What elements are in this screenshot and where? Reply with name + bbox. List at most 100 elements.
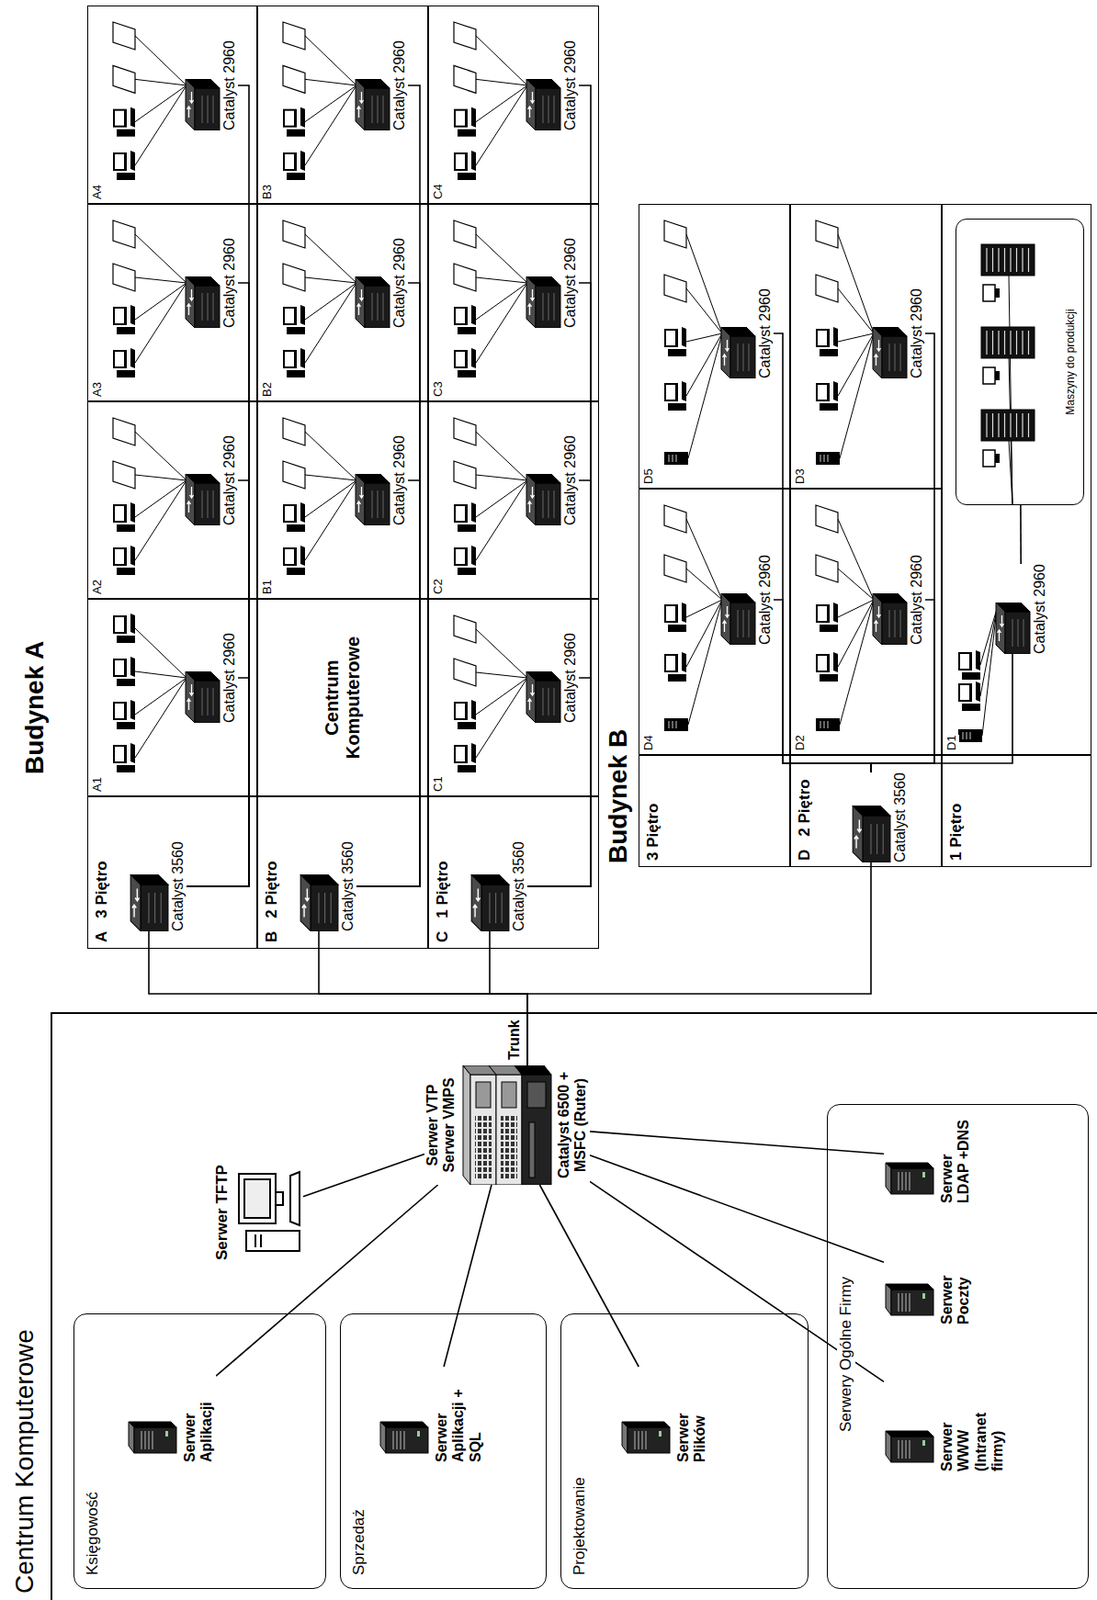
connector <box>527 480 591 887</box>
device-cable <box>837 519 874 600</box>
switch-icon <box>183 435 221 526</box>
device-cable <box>475 474 528 481</box>
connector <box>773 333 871 773</box>
access-switch: Catalyst 2960 <box>870 288 926 379</box>
computer-icon <box>237 1164 304 1254</box>
device-cable <box>305 282 357 363</box>
room-cell: D1Catalyst 2960Maszyny do produkcji <box>941 203 1092 756</box>
core-switch: Serwer VTP Serwer VMPSCatalyst 6500 + MS… <box>424 1065 590 1186</box>
switch-label: Catalyst 2960 <box>391 435 408 526</box>
device-cable <box>305 474 357 481</box>
printer-icon <box>664 554 687 583</box>
core-switch-icon-svg <box>461 1065 554 1186</box>
pc-screen <box>114 549 125 565</box>
pc-monitor <box>453 547 468 566</box>
rack-slot <box>997 413 999 438</box>
pc-tower <box>116 635 136 644</box>
pc-tower <box>819 674 838 682</box>
access-switch: Catalyst 2960 <box>183 40 238 131</box>
rack-slot <box>1021 330 1023 355</box>
server-icon <box>815 452 840 465</box>
connector <box>773 599 871 773</box>
device-cable <box>135 671 187 679</box>
switch-icon-svg <box>850 805 892 863</box>
server-detail <box>668 721 670 729</box>
pc-monitor <box>815 383 830 402</box>
room-cell: C1Catalyst 2960 <box>428 599 600 797</box>
pc-monitor <box>113 745 127 764</box>
pc-tower <box>116 678 136 687</box>
pc-keyboard <box>130 545 136 566</box>
access-switch: Catalyst 2960 <box>994 564 1049 655</box>
room-cell: D5Catalyst 2960 <box>638 203 791 489</box>
printer-icon <box>453 65 476 93</box>
device-cable <box>305 85 357 166</box>
device-cable <box>475 35 528 86</box>
connector <box>443 1185 492 1368</box>
pc-monitor <box>282 152 297 171</box>
switch-icon <box>994 564 1031 655</box>
server-node: Serwer Aplikacji <box>126 1367 216 1463</box>
pc-monitor <box>453 504 468 523</box>
rack-slot <box>1004 413 1006 438</box>
printer-icon <box>815 505 838 533</box>
pc-monitor <box>282 350 297 369</box>
room-label: C2 <box>431 578 446 595</box>
pc-keyboard <box>471 502 476 523</box>
pc-tower <box>116 172 136 181</box>
pc-keyboard <box>975 681 981 702</box>
pc-monitor <box>958 652 973 671</box>
switch-icon-svg <box>524 474 562 526</box>
pc-keyboard <box>300 305 306 326</box>
switch-icon <box>524 237 562 328</box>
machine-rack <box>981 409 1035 442</box>
printer-icon <box>664 274 687 303</box>
pc-screen <box>114 660 125 676</box>
pc-tower <box>457 327 476 335</box>
pc-monitor <box>113 615 127 634</box>
connector <box>148 931 528 1066</box>
room-label: C3 <box>431 381 446 397</box>
device-cable <box>475 79 528 86</box>
switch-icon <box>183 237 221 328</box>
printer-icon <box>282 418 306 446</box>
device-cable <box>135 480 187 518</box>
pc-monitor <box>113 306 127 326</box>
region-title: Centrum Komputerowe <box>10 1329 40 1595</box>
server-node: Serwer TFTP <box>213 1164 304 1261</box>
printer-icon <box>664 220 687 249</box>
server-node: Serwer Plików <box>620 1367 710 1463</box>
pc-screen <box>817 330 827 346</box>
pc-keyboard <box>833 602 838 623</box>
group-label: Serwery Ogólne Firmy <box>836 1277 856 1433</box>
pc-tower <box>286 129 306 137</box>
printer-icon <box>113 263 136 292</box>
pc-keyboard <box>300 107 306 128</box>
room-cell: Centrum Komputerowe <box>257 599 429 797</box>
switch-icon-svg <box>994 602 1031 655</box>
device-cable <box>686 519 723 600</box>
access-switch: Catalyst 2960 <box>183 435 238 526</box>
device-cable <box>135 35 187 86</box>
printer-icon <box>453 418 476 446</box>
connector <box>186 678 249 887</box>
printer-icon <box>282 65 306 93</box>
access-switch: Catalyst 2960 <box>524 40 579 131</box>
floor-cell: 3 Piętro <box>638 755 791 868</box>
server-icon <box>883 1376 936 1467</box>
room-label: C1 <box>431 776 446 792</box>
switch-label: Catalyst 3560 <box>169 841 187 932</box>
device-cable <box>837 599 874 668</box>
room-cell: C2Catalyst 2960 <box>428 401 600 600</box>
printer-icon <box>453 658 476 687</box>
pc-screen <box>114 703 125 719</box>
device-cable <box>837 333 874 396</box>
room-cell: B2Catalyst 2960 <box>257 203 429 402</box>
printer-icon <box>113 65 136 93</box>
group-label: Księgowość <box>83 1492 102 1576</box>
device-cable <box>135 678 187 715</box>
pc-screen <box>960 685 970 701</box>
floor-label: C <box>433 931 453 943</box>
connector <box>356 480 420 887</box>
room-cell: A2Catalyst 2960 <box>87 401 258 600</box>
